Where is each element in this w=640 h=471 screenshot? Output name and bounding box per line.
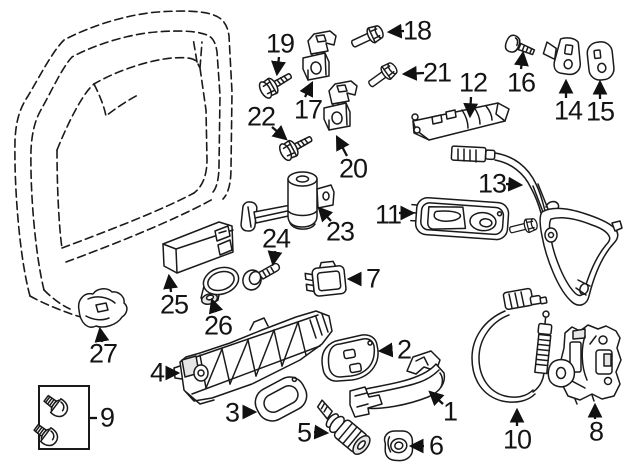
callout-7[interactable]: 7 bbox=[365, 263, 381, 294]
callout-1[interactable]: 1 bbox=[442, 396, 458, 427]
callout-3[interactable]: 3 bbox=[224, 397, 240, 428]
part-21-hinge-bolt bbox=[364, 59, 401, 92]
part-23-door-check bbox=[240, 171, 335, 232]
callout-25[interactable]: 25 bbox=[159, 289, 189, 320]
callout-19[interactable]: 19 bbox=[265, 28, 295, 59]
part-17-upper-hinge bbox=[302, 30, 337, 81]
callout-23[interactable]: 23 bbox=[325, 216, 355, 247]
part-4-handle-carrier bbox=[173, 310, 333, 405]
callout-13[interactable]: 13 bbox=[477, 168, 507, 199]
part-1-outer-handle bbox=[349, 350, 446, 418]
part-25-wedge bbox=[162, 221, 234, 274]
part-15-striker-shim bbox=[586, 41, 615, 81]
callout-9[interactable]: 9 bbox=[99, 402, 115, 433]
callout-27[interactable]: 27 bbox=[88, 338, 118, 369]
callout-14[interactable]: 14 bbox=[553, 95, 583, 126]
part-11-inner-handle bbox=[409, 196, 510, 241]
callout-12[interactable]: 12 bbox=[458, 67, 488, 98]
callout-6[interactable]: 6 bbox=[428, 430, 444, 461]
part-10-lock-cable bbox=[471, 287, 553, 403]
part-7-lock-clip bbox=[304, 260, 347, 297]
part-13-release-cable bbox=[450, 145, 623, 306]
callout-10[interactable]: 10 bbox=[502, 424, 532, 455]
part-24-check-bolt bbox=[242, 262, 281, 291]
callout-15[interactable]: 15 bbox=[585, 96, 615, 127]
part-20-lower-hinge bbox=[323, 80, 358, 131]
callout-24[interactable]: 24 bbox=[261, 223, 291, 254]
part-18-hinge-bolt bbox=[348, 22, 387, 53]
part-6-cylinder-cap bbox=[383, 430, 414, 462]
callout-20[interactable]: 20 bbox=[338, 153, 368, 184]
part-8-door-latch bbox=[547, 324, 622, 405]
part-2-handle-cap bbox=[321, 334, 379, 382]
callout-4[interactable]: 4 bbox=[149, 357, 165, 388]
callout-11[interactable]: 11 bbox=[374, 199, 402, 230]
callout-26[interactable]: 26 bbox=[203, 310, 233, 341]
door-frame-outline bbox=[14, 10, 233, 321]
part-3-gasket bbox=[254, 376, 308, 422]
callout-17[interactable]: 17 bbox=[293, 94, 323, 125]
callout-2[interactable]: 2 bbox=[396, 334, 412, 365]
part-12-inner-bracket bbox=[411, 102, 510, 141]
part-27-bracket bbox=[77, 288, 128, 328]
callout-arrows bbox=[90, 23, 608, 454]
part-14-striker-shim bbox=[542, 37, 582, 76]
callout-18[interactable]: 18 bbox=[402, 15, 432, 46]
part-9-screw-kit bbox=[30, 385, 90, 450]
callout-22[interactable]: 22 bbox=[246, 101, 276, 132]
callout-21[interactable]: 21 bbox=[422, 57, 452, 88]
part-26-grommet bbox=[200, 266, 240, 306]
callout-16[interactable]: 16 bbox=[506, 67, 536, 98]
callout-5[interactable]: 5 bbox=[296, 417, 312, 448]
part-16-striker-screw bbox=[504, 34, 536, 56]
callout-8[interactable]: 8 bbox=[588, 416, 604, 447]
